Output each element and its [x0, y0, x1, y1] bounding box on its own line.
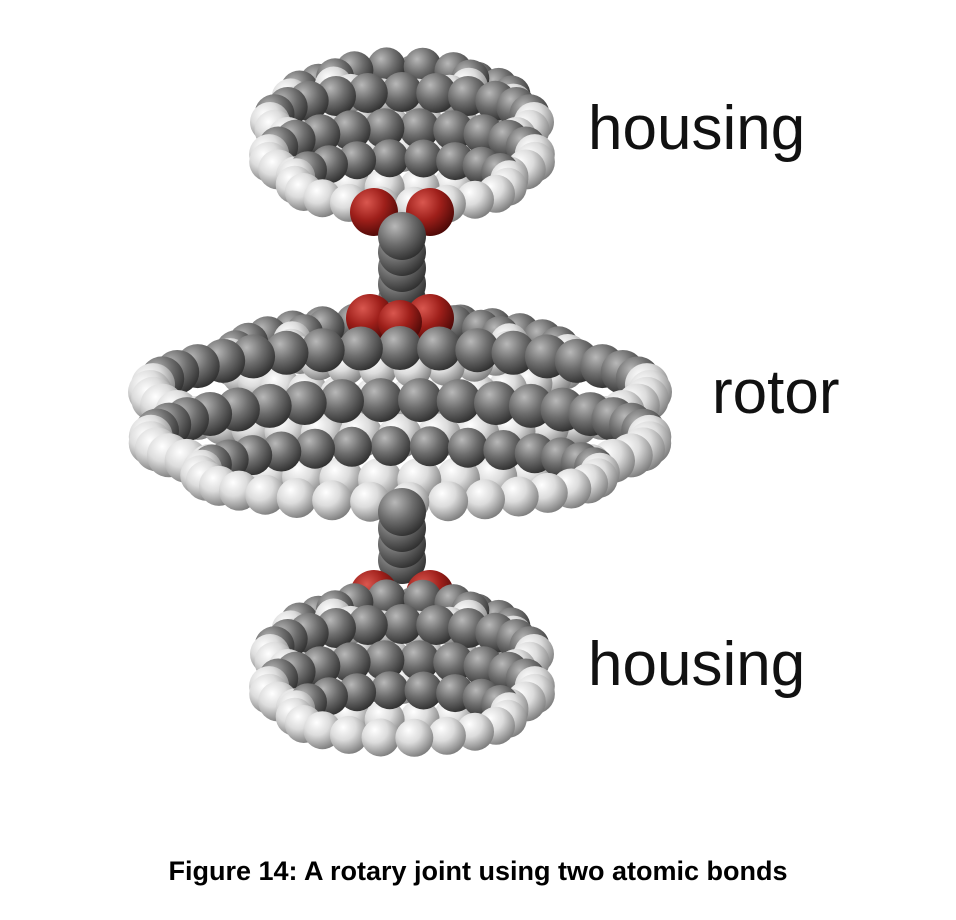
- carbon-atom: [364, 108, 405, 149]
- carbon-atom: [416, 605, 457, 645]
- rotor-label: rotor: [712, 358, 840, 427]
- carbon-atom: [404, 671, 443, 710]
- carbon-atom: [433, 110, 474, 151]
- carbon-atom: [483, 430, 524, 470]
- rotary-joint-molecule-illustration: [128, 47, 672, 757]
- carbon-atom: [455, 328, 500, 373]
- bottom-axle-bond: [378, 488, 426, 584]
- carbon-atom: [347, 605, 388, 645]
- carbon-atom: [364, 640, 405, 681]
- carbon-atom: [370, 426, 411, 466]
- hydrogen-atom: [276, 478, 317, 518]
- carbon-atom: [433, 642, 474, 683]
- hydrogen-atom: [456, 712, 494, 751]
- carbon-atom: [320, 379, 364, 424]
- carbon-atom: [378, 212, 426, 260]
- carbon-atom: [474, 381, 518, 426]
- carbon-atom: [358, 378, 403, 423]
- carbon-atom: [261, 431, 302, 472]
- hydrogen-atom: [395, 718, 434, 757]
- carbon-atom: [399, 108, 440, 149]
- carbon-atom: [300, 328, 345, 373]
- hydrogen-atom: [498, 476, 539, 517]
- carbon-atom: [247, 383, 292, 428]
- carbon-atom: [330, 642, 371, 683]
- carbon-atom: [338, 326, 383, 371]
- carbon-atom: [417, 326, 462, 371]
- top-housing-label: housing: [588, 94, 806, 163]
- carbon-atom: [409, 426, 450, 467]
- figure-caption: Figure 14: A rotary joint using two atom…: [168, 856, 788, 886]
- carbon-atom: [416, 73, 457, 113]
- top-axle-bond: [378, 212, 426, 324]
- carbon-atom: [398, 378, 442, 423]
- carbon-atom: [378, 488, 426, 536]
- carbon-atom: [378, 326, 422, 370]
- hydrogen-atom: [527, 472, 568, 513]
- hydrogen-atom: [361, 718, 400, 757]
- hydrogen-atom: [465, 479, 505, 520]
- carbon-atom: [382, 604, 422, 644]
- carbon-atom: [370, 139, 409, 178]
- carbon-atom: [382, 72, 422, 112]
- top-housing-molecule: [249, 47, 555, 236]
- hydrogen-atom: [245, 474, 286, 515]
- carbon-atom: [404, 139, 443, 178]
- hydrogen-atom: [427, 716, 466, 755]
- bottom-housing-molecule: [249, 570, 555, 757]
- carbon-atom: [370, 671, 409, 710]
- carbon-atom: [436, 379, 481, 424]
- carbon-atom: [347, 73, 388, 113]
- hydrogen-atom: [428, 481, 469, 522]
- bottom-housing-label: housing: [588, 630, 806, 699]
- carbon-atom: [491, 330, 536, 375]
- carbon-atom: [264, 330, 309, 375]
- carbon-atom: [447, 427, 488, 468]
- carbon-atom: [330, 110, 371, 151]
- carbon-atom: [338, 673, 377, 712]
- carbon-atom: [295, 428, 335, 469]
- carbon-atom: [399, 640, 440, 681]
- carbon-atom: [282, 381, 327, 425]
- hydrogen-atom: [329, 715, 368, 754]
- carbon-atom: [331, 426, 372, 467]
- rotor-molecule: [128, 294, 672, 522]
- hydrogen-atom: [456, 180, 494, 219]
- carbon-atom: [338, 141, 377, 180]
- hydrogen-atom: [312, 480, 353, 521]
